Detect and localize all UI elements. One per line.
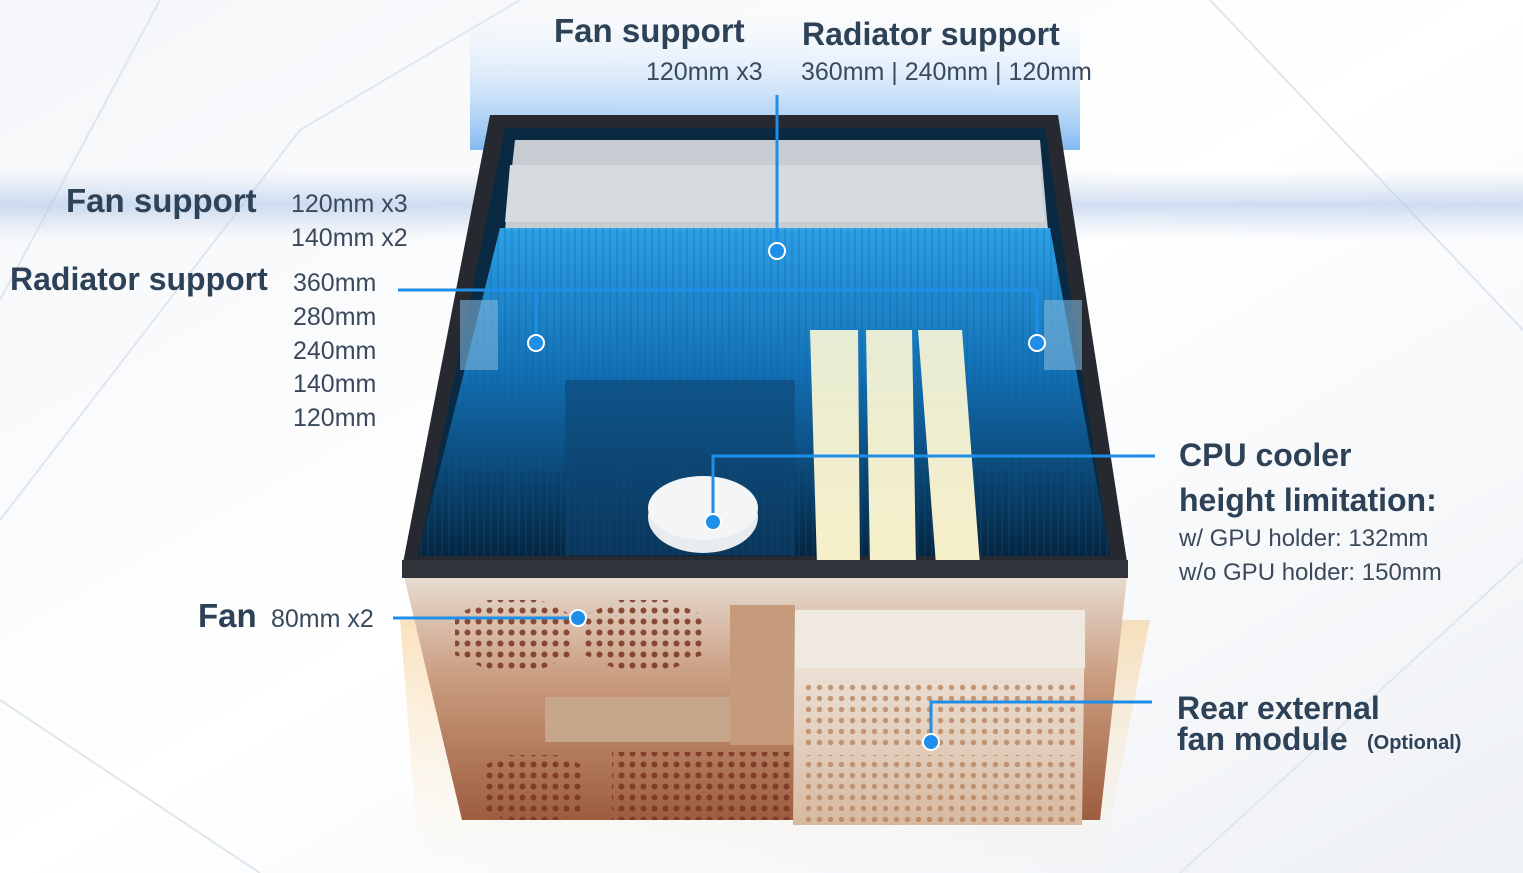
side-radiator-value-1: 360mm bbox=[293, 269, 377, 297]
top-radiator-support-title: Radiator support bbox=[802, 16, 1060, 52]
callout-dot-rear-module bbox=[922, 733, 940, 751]
side-fan-support-value-2: 140mm x2 bbox=[291, 224, 408, 252]
rear-module-optional: (Optional) bbox=[1367, 732, 1462, 754]
rear-module-title-2: fan module bbox=[1177, 721, 1348, 757]
rear-module-title-1: Rear external bbox=[1177, 690, 1380, 726]
side-radiator-value-4: 140mm bbox=[293, 370, 377, 398]
side-radiator-support-title: Radiator support bbox=[10, 261, 268, 297]
callout-dot-front-fan bbox=[569, 609, 587, 627]
cpu-cooler-title-1: CPU cooler bbox=[1179, 437, 1352, 473]
callout-dot-radiator-left bbox=[527, 334, 545, 352]
top-fan-support-title: Fan support bbox=[554, 12, 745, 49]
side-fan-support-value-1: 120mm x3 bbox=[291, 190, 408, 218]
cpu-cooler-title-2: height limitation: bbox=[1179, 482, 1437, 518]
top-fan-support-value: 120mm x3 bbox=[646, 58, 763, 86]
cpu-cooler-value-2: w/o GPU holder: 150mm bbox=[1179, 559, 1442, 586]
side-fan-support-title: Fan support bbox=[66, 182, 257, 219]
callout-lines bbox=[393, 95, 1155, 742]
side-radiator-value-5: 120mm bbox=[293, 404, 377, 432]
top-radiator-support-value: 360mm | 240mm | 120mm bbox=[801, 58, 1092, 86]
chassis-body bbox=[402, 115, 1128, 825]
cpu-cooler-value-1: w/ GPU holder: 132mm bbox=[1179, 525, 1429, 552]
front-fan-title: Fan bbox=[198, 597, 257, 634]
side-radiator-value-3: 240mm bbox=[293, 337, 377, 365]
front-fan-value: 80mm x2 bbox=[271, 605, 374, 633]
callout-dot-radiator-right bbox=[1028, 334, 1046, 352]
callout-dot-top-fan bbox=[768, 242, 786, 260]
callout-dot-cpu bbox=[704, 513, 722, 531]
side-radiator-value-2: 280mm bbox=[293, 303, 377, 331]
